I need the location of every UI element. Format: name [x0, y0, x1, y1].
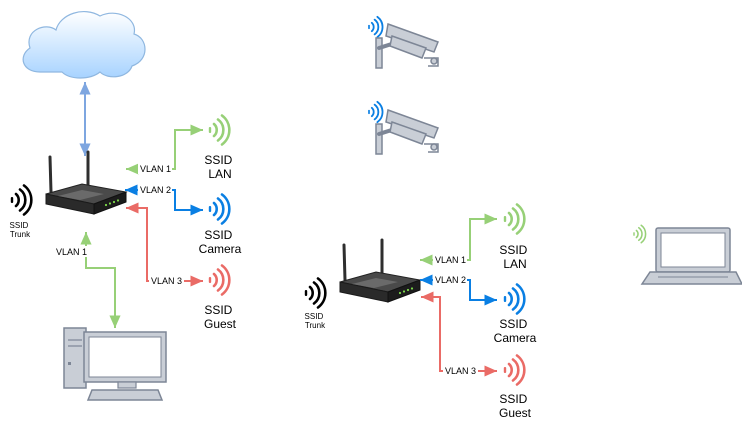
right-ssid-camera-label: SSID Camera	[494, 317, 537, 345]
cloud-icon	[22, 11, 146, 79]
right-vlan1-label-bg	[433, 254, 467, 265]
left-wired-vlan1-label: VLAN 1	[56, 247, 87, 257]
security-camera-1-icon	[374, 22, 440, 70]
left-ssid-camera-label: SSID Camera	[199, 228, 242, 256]
right-vlan3-label: VLAN 3	[445, 366, 476, 376]
left-ssid-lan-wifi-icon	[207, 114, 231, 146]
left-wired-vlan1-label-bg	[54, 246, 88, 257]
left-ssid-guest-wifi-icon	[207, 264, 231, 296]
left-vlan2-label-bg	[138, 184, 172, 195]
left-vlan2-label: VLAN 2	[140, 185, 171, 195]
left-router-icon	[44, 150, 128, 216]
left-ssid-camera-wifi-icon	[207, 193, 231, 225]
desktop-computer-icon	[63, 327, 167, 401]
left-ssid-trunk-label: SSID Trunk	[10, 221, 32, 239]
right-vlan2-label-bg	[433, 274, 467, 285]
right-vlan1-label: VLAN 1	[435, 255, 466, 265]
left-vlan1-label-bg	[138, 163, 172, 174]
right-vlan3-label-bg	[443, 365, 478, 376]
right-ssid-trunk-label: SSID Trunk	[305, 312, 327, 330]
right-ssid-guest-wifi-icon	[502, 354, 526, 386]
camera2-wifi-icon	[367, 100, 384, 124]
left-vlan3-label: VLAN 3	[151, 276, 182, 286]
left-vlan1-label: VLAN 1	[140, 164, 171, 174]
right-vlan1-link	[420, 213, 497, 266]
left-vlan3-link	[126, 202, 203, 287]
left-ssid-guest-label: SSID Guest	[204, 303, 237, 331]
right-ssid-guest-label: SSID Guest	[499, 392, 532, 420]
right-ssid-lan-wifi-icon	[502, 203, 526, 235]
camera1-wifi-icon	[367, 15, 384, 39]
left-ssid-lan-label: SSID LAN	[204, 153, 235, 181]
right-vlan2-label: VLAN 2	[435, 275, 466, 285]
right-ssid-camera-wifi-icon	[502, 283, 526, 315]
right-router-icon	[338, 238, 422, 304]
left-wired-vlan1-link	[80, 232, 121, 328]
laptop-icon	[640, 227, 742, 285]
laptop-wifi-icon	[632, 224, 647, 244]
left-ssid-trunk-wifi-icon	[9, 184, 33, 216]
security-camera-2-icon	[374, 108, 440, 156]
right-ssid-trunk-wifi-icon	[303, 277, 327, 309]
right-ssid-lan-label: SSID LAN	[499, 243, 530, 271]
right-vlan3-link	[421, 291, 497, 377]
left-vlan3-label-bg	[149, 275, 184, 286]
